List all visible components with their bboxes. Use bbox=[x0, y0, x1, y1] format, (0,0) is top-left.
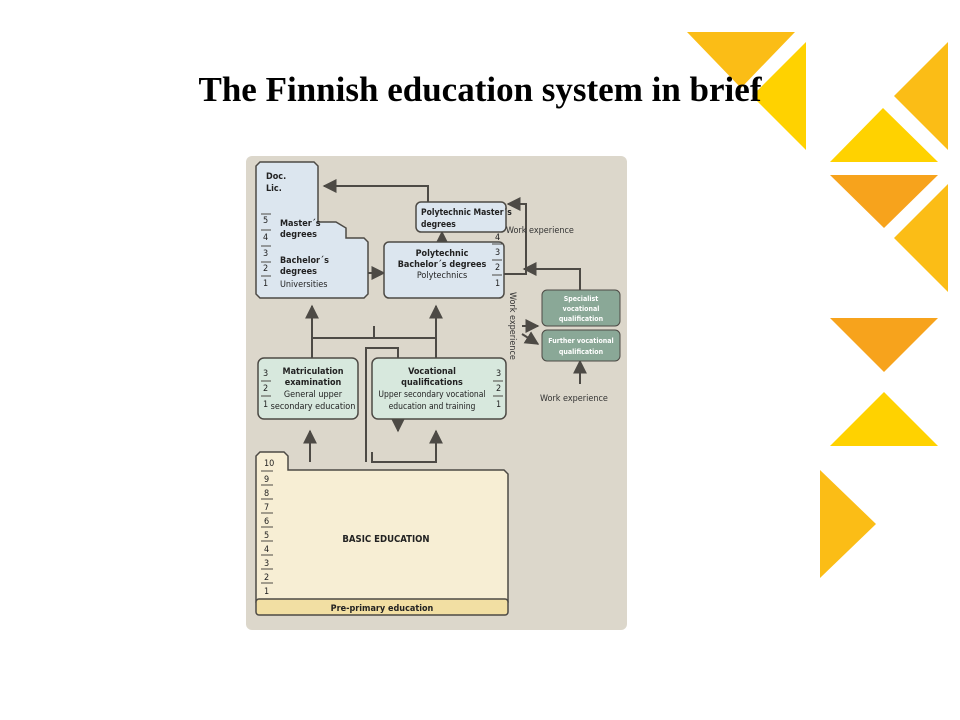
work-experience-label: Work experience bbox=[540, 394, 608, 404]
year-label: 3 bbox=[495, 248, 500, 258]
year-label: 2 bbox=[263, 264, 268, 274]
bachelors-label: degrees bbox=[280, 267, 317, 277]
matriculation-year-scale: 3 2 1 bbox=[263, 369, 268, 410]
arrow-to-further bbox=[521, 331, 540, 345]
grade-label: 8 bbox=[264, 489, 269, 499]
university-tick-lines bbox=[261, 213, 271, 277]
polytechnics-name: Polytechnics bbox=[417, 271, 467, 281]
masters-label: Master´s bbox=[280, 218, 321, 229]
university-year-scale: 5 4 3 2 1 bbox=[263, 216, 268, 289]
work-experience-vertical-label: Work experience bbox=[507, 292, 517, 360]
polytechnic-masters-block bbox=[415, 201, 507, 233]
basic-tick-lines bbox=[261, 470, 273, 584]
year-label: 1 bbox=[263, 279, 268, 289]
polytechnic-masters-label: degrees bbox=[421, 220, 456, 230]
specialist-qualification-block bbox=[541, 289, 621, 327]
polytechnic-year-scale: 4 3 2 1 bbox=[495, 233, 500, 289]
deco-triangle bbox=[894, 184, 948, 292]
universities-block bbox=[255, 161, 369, 299]
universities-name: Universities bbox=[280, 280, 328, 290]
year-label: 3 bbox=[263, 369, 268, 379]
year-label: 4 bbox=[495, 233, 500, 243]
work-experience-label: Work experience bbox=[506, 226, 574, 236]
further-label: qualification bbox=[559, 348, 603, 356]
matriculation-block bbox=[257, 357, 359, 420]
matriculation-label: secondary education bbox=[271, 402, 356, 412]
polytechnics-label: Bachelor´s degrees bbox=[398, 259, 487, 270]
connectors bbox=[303, 179, 587, 463]
deco-triangle bbox=[830, 108, 938, 162]
deco-triangle bbox=[830, 392, 938, 446]
year-label: 1 bbox=[496, 400, 501, 410]
deco-triangle bbox=[830, 318, 938, 372]
vocational-label: Vocational bbox=[408, 367, 456, 377]
vocational-label: qualifications bbox=[401, 378, 463, 388]
basic-grade-scale: 9 8 7 6 5 4 3 2 1 bbox=[264, 475, 269, 597]
matriculation-tick-lines bbox=[261, 380, 271, 397]
year-label: 2 bbox=[263, 384, 268, 394]
arrow-specialist-to-polytechnics bbox=[522, 262, 581, 296]
deco-triangle bbox=[687, 32, 795, 88]
year-label: 3 bbox=[263, 249, 268, 259]
deco-triangle bbox=[752, 42, 806, 150]
matriculation-label: General upper bbox=[284, 390, 343, 400]
year-label: 4 bbox=[263, 233, 268, 243]
grade-label: 1 bbox=[264, 587, 269, 597]
polytechnic-tick-lines bbox=[492, 243, 502, 276]
bachelors-label: Bachelor´s bbox=[280, 255, 329, 266]
grade-label: 2 bbox=[264, 573, 269, 583]
slide-title: The Finnish education system in brief bbox=[198, 70, 762, 109]
arrow-work-experience-top bbox=[504, 197, 527, 275]
polytechnics-label: Polytechnic bbox=[416, 249, 469, 259]
grade-label: 6 bbox=[264, 517, 269, 527]
year-label: 3 bbox=[496, 369, 501, 379]
year-label: 1 bbox=[263, 400, 268, 410]
grade-label: 5 bbox=[264, 531, 269, 541]
basic-education-block bbox=[255, 451, 509, 603]
grade-label: 9 bbox=[264, 475, 269, 485]
grade-label: 4 bbox=[264, 545, 269, 555]
vocational-tick-lines bbox=[493, 380, 503, 397]
specialist-label: Specialist bbox=[564, 295, 599, 303]
vocational-qualifications-block bbox=[371, 357, 507, 420]
preprimary-label: Pre-primary education bbox=[331, 604, 434, 614]
polytechnics-block bbox=[383, 241, 505, 299]
lic-label: Lic. bbox=[266, 184, 282, 194]
doc-label: Doc. bbox=[266, 172, 286, 182]
grade-label: 3 bbox=[264, 559, 269, 569]
deco-triangle bbox=[894, 42, 948, 150]
year-label: 1 bbox=[495, 279, 500, 289]
masters-label: degrees bbox=[280, 230, 317, 240]
grade-10-label: 10 bbox=[264, 459, 274, 469]
further-qualification-block bbox=[541, 329, 621, 362]
specialist-label: qualification bbox=[559, 315, 603, 323]
vocational-year-scale: 3 2 1 bbox=[496, 369, 501, 410]
vocational-label: education and training bbox=[389, 402, 476, 412]
year-label: 2 bbox=[495, 263, 500, 273]
deco-triangle bbox=[830, 175, 938, 228]
matriculation-label: examination bbox=[285, 378, 342, 388]
basic-education-title: BASIC EDUCATION bbox=[342, 534, 429, 545]
specialist-label: vocational bbox=[563, 305, 600, 313]
deco-triangle bbox=[820, 470, 876, 578]
vocational-label: Upper secondary vocational bbox=[378, 390, 485, 400]
polytechnic-masters-label: Polytechnic Master´s bbox=[421, 207, 512, 218]
education-system-diagram: Doc. Lic. 5 4 3 2 1 Master´s degrees Bac… bbox=[246, 156, 627, 630]
year-label: 5 bbox=[263, 216, 268, 226]
preprimary-block bbox=[255, 598, 509, 616]
arrow-to-doctorate bbox=[322, 179, 429, 202]
grade-label: 7 bbox=[264, 503, 269, 513]
matriculation-label: Matriculation bbox=[283, 367, 344, 377]
year-label: 2 bbox=[496, 384, 501, 394]
further-label: Further vocational bbox=[548, 337, 613, 345]
